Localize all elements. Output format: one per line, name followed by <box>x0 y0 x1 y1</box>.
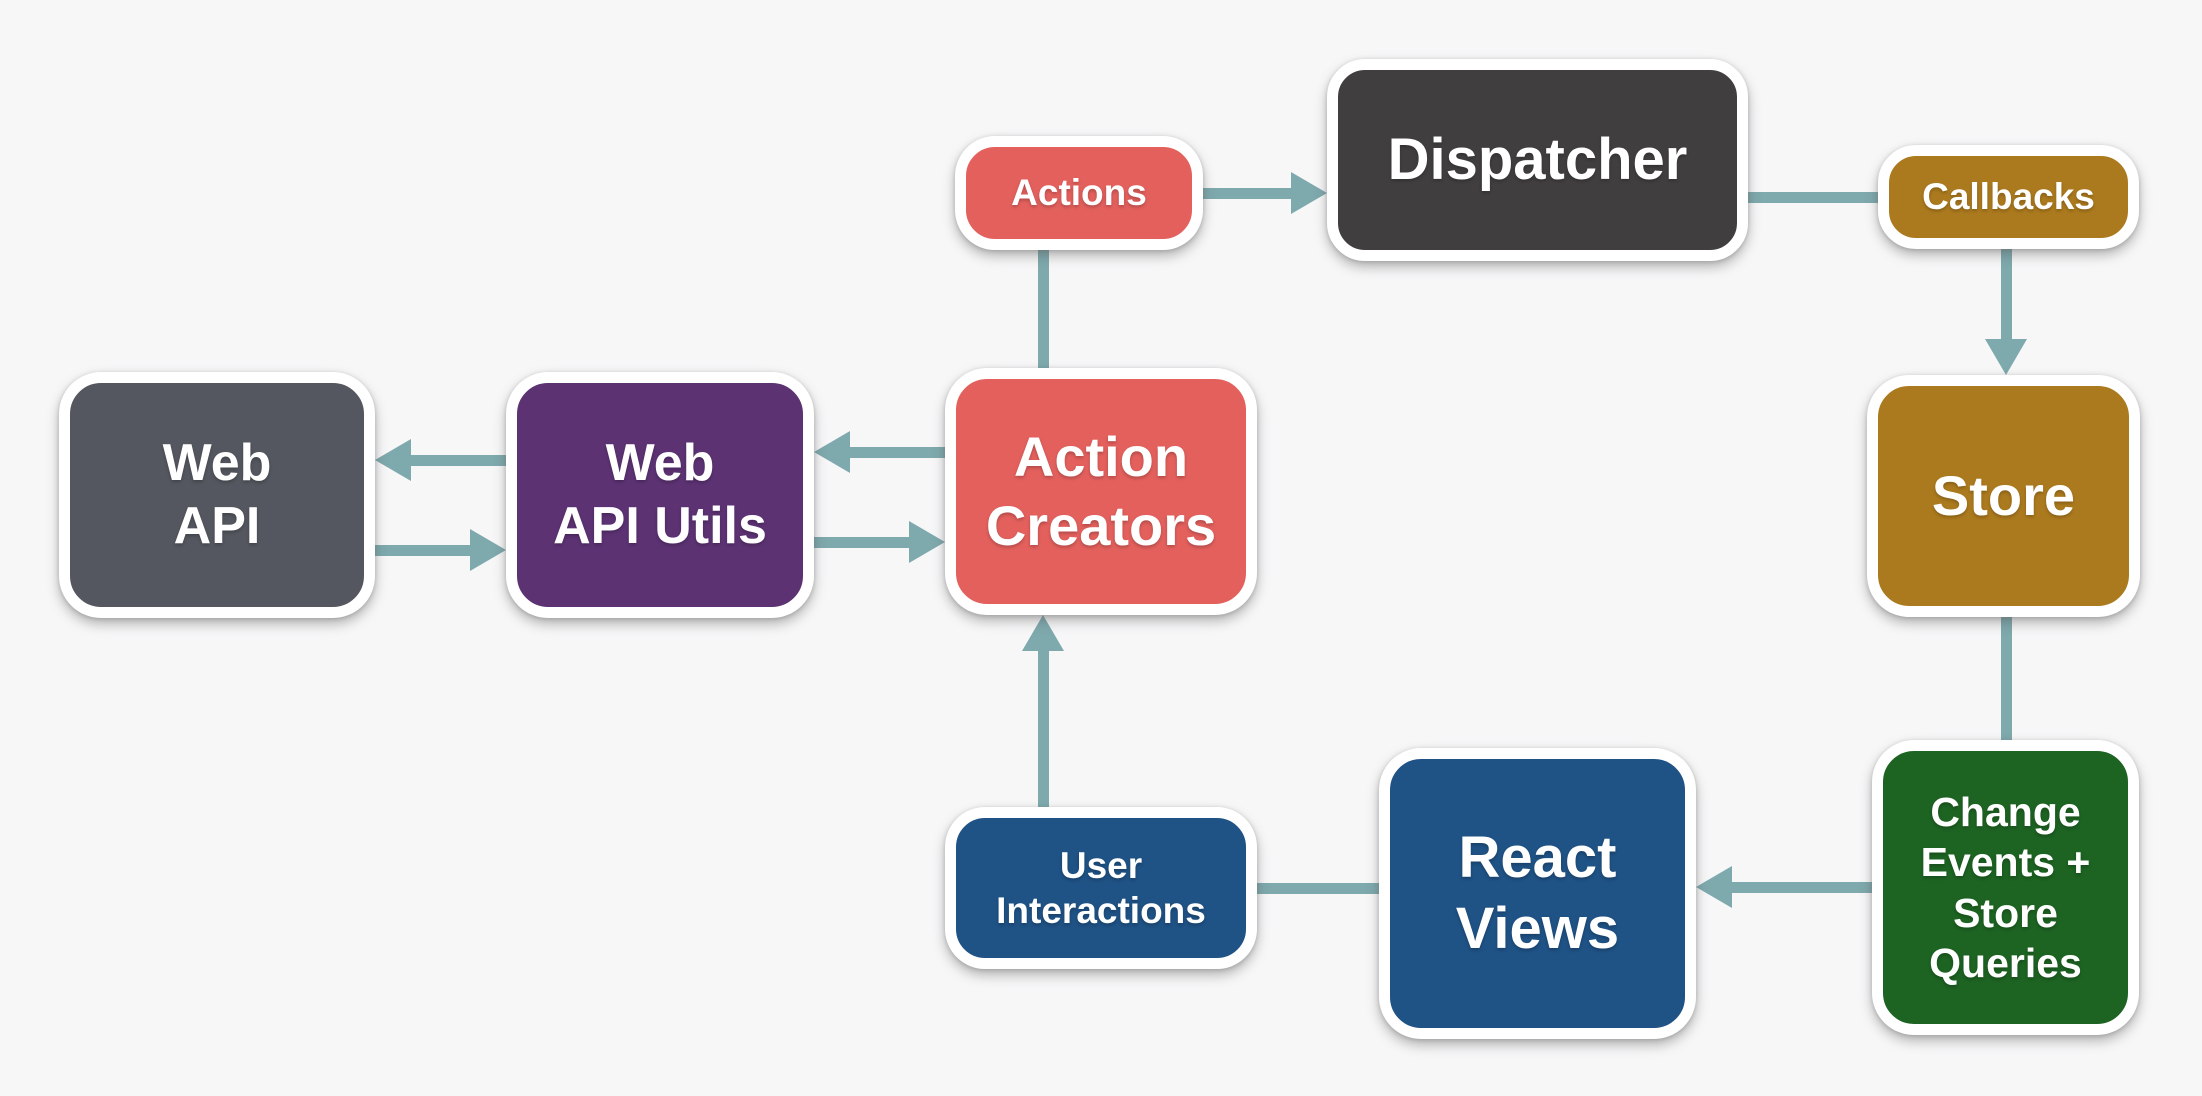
node-label-web-api-utils: Web API Utils <box>553 433 767 555</box>
action-creators-to-web-api-utils-arrowhead-icon <box>814 431 850 473</box>
node-web-api-utils: Web API Utils <box>506 372 814 618</box>
node-change-events: Change Events + Store Queries <box>1872 740 2139 1035</box>
node-label-actions: Actions <box>1011 172 1147 214</box>
web-api-utils-to-web-api-arrowhead-icon <box>375 439 411 481</box>
node-web-api: Web API <box>59 372 375 618</box>
connector-react-views-to-user-interactions <box>1257 882 1379 894</box>
node-label-action-creators: Action Creators <box>985 425 1217 557</box>
node-label-store: Store <box>1931 463 2076 527</box>
web-api-utils-to-action-creators-arrowhead-icon <box>909 521 945 563</box>
node-label-callbacks: Callbacks <box>1922 176 2095 218</box>
user-interactions-to-action-creators-arrowhead-icon <box>1022 615 1064 651</box>
node-store: Store <box>1867 375 2140 617</box>
node-actions: Actions <box>955 136 1203 250</box>
callbacks-to-store-arrowhead-icon <box>1985 339 2027 375</box>
connector-store-to-change-events <box>2000 617 2012 740</box>
node-dispatcher: Dispatcher <box>1327 59 1748 261</box>
connector-action-creators-to-actions <box>1037 250 1049 368</box>
node-label-dispatcher: Dispatcher <box>1387 126 1688 192</box>
connector-web-api-utils-to-action-creators <box>814 536 915 548</box>
node-user-interactions: User Interactions <box>945 807 1257 969</box>
connector-action-creators-to-web-api-utils <box>844 446 945 458</box>
node-label-change-events: Change Events + Store Queries <box>1920 789 2091 986</box>
node-react-views: React Views <box>1379 748 1696 1039</box>
connector-dispatcher-to-callbacks <box>1748 191 1878 203</box>
connector-user-interactions-to-action-creators <box>1037 645 1049 807</box>
node-callbacks: Callbacks <box>1878 145 2139 249</box>
actions-to-dispatcher-arrowhead-icon <box>1291 172 1327 214</box>
node-action-creators: Action Creators <box>945 368 1257 615</box>
connector-actions-to-dispatcher <box>1203 187 1297 199</box>
web-api-to-web-api-utils-arrowhead-icon <box>470 529 506 571</box>
connector-change-events-to-react-views <box>1726 881 1872 893</box>
node-label-user-interactions: User Interactions <box>996 844 1206 931</box>
change-events-to-react-views-arrowhead-icon <box>1696 866 1732 908</box>
node-label-web-api: Web API <box>162 433 272 555</box>
node-label-react-views: React Views <box>1455 824 1620 961</box>
connector-web-api-utils-to-web-api <box>405 454 506 466</box>
connector-callbacks-to-store <box>2000 249 2012 345</box>
connector-web-api-to-web-api-utils <box>375 544 476 556</box>
